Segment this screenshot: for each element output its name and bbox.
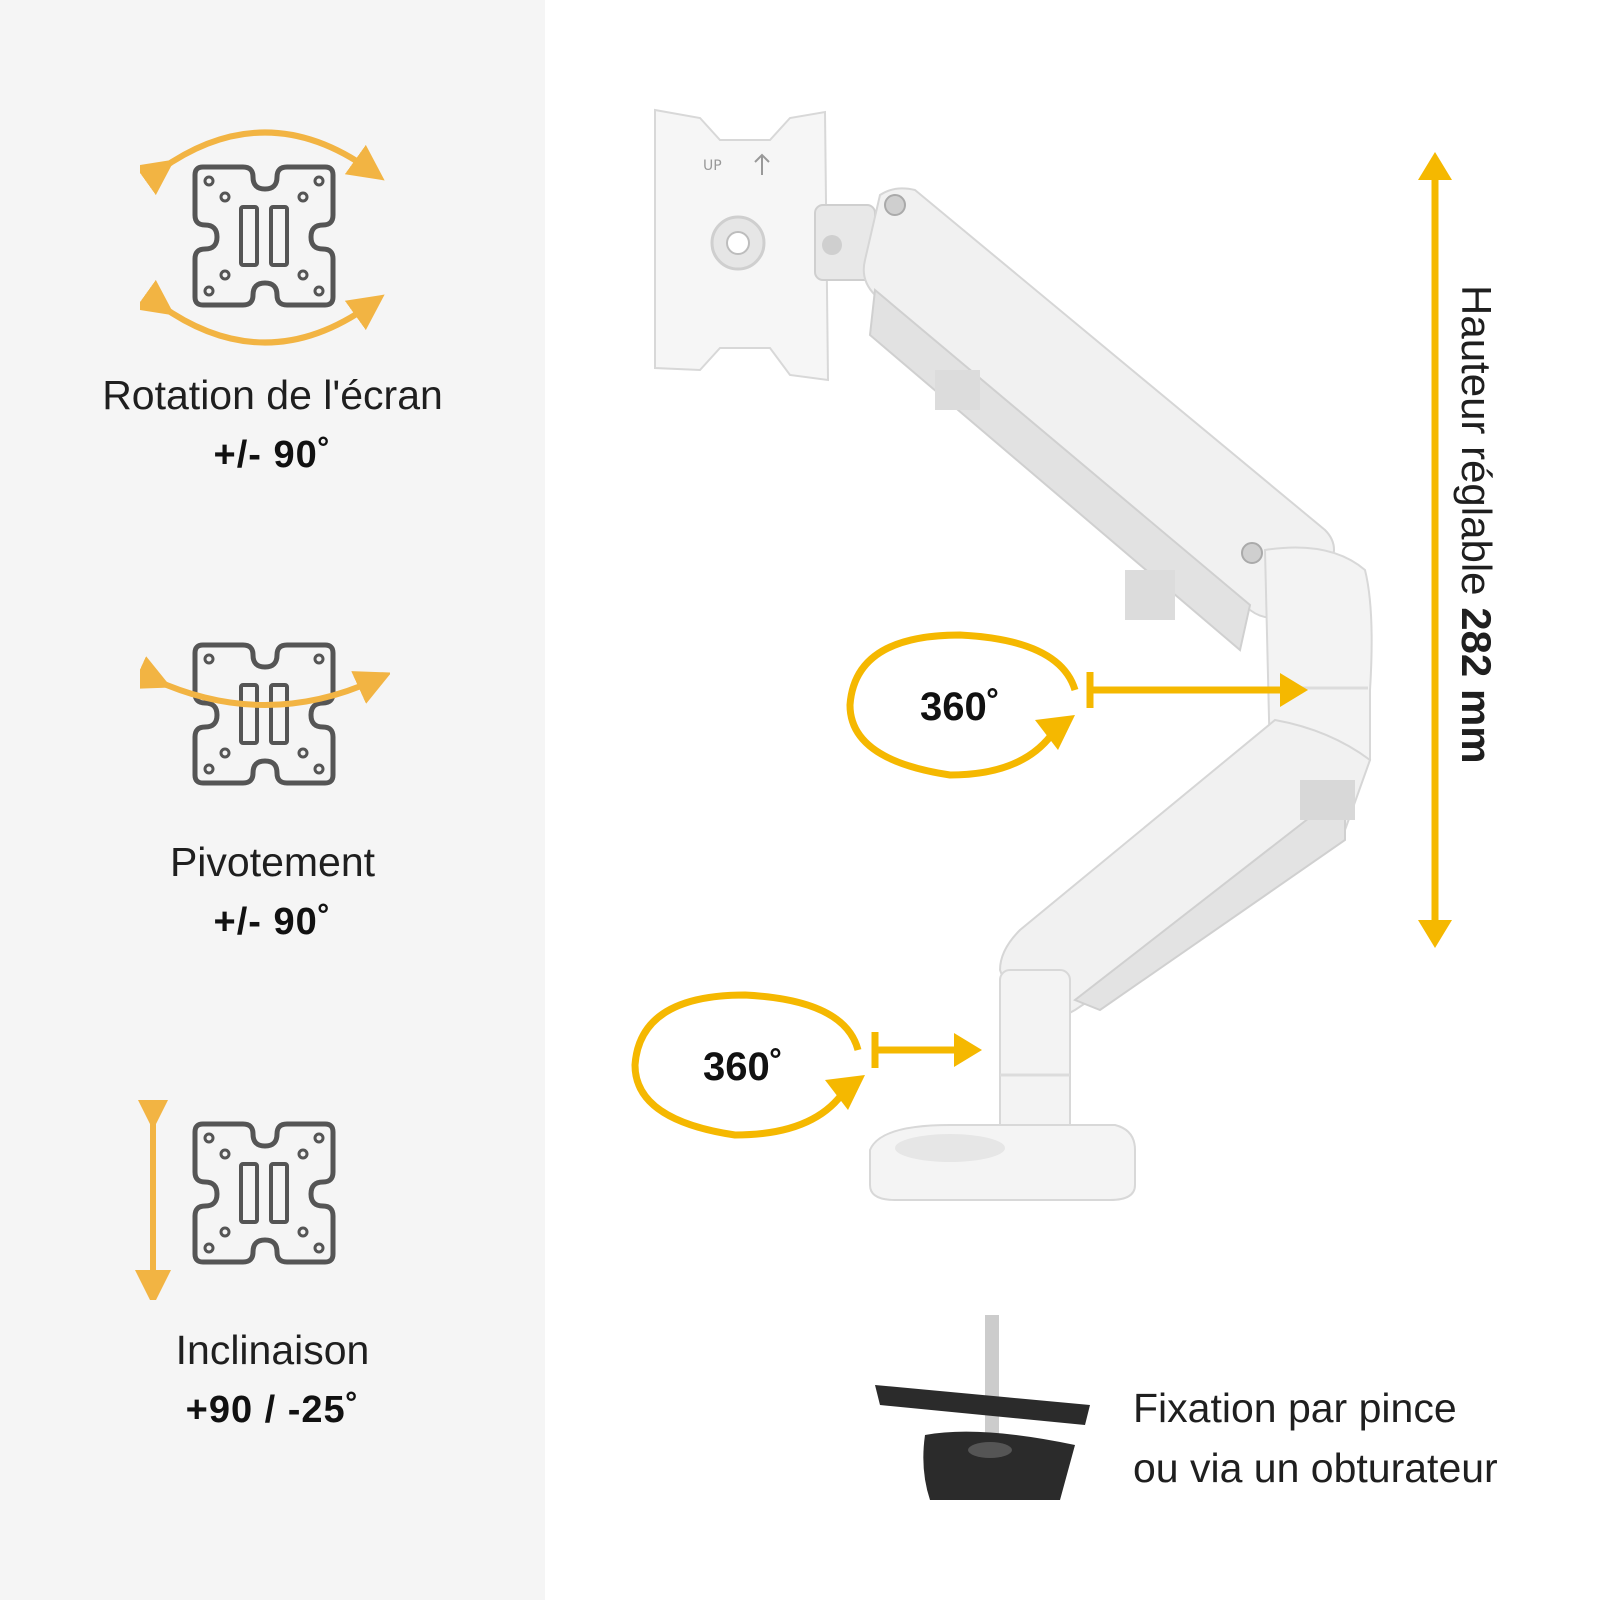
feature-label: Pivotement — [169, 839, 376, 885]
feature-value: +90 / -25˚ — [185, 1389, 360, 1431]
clamp-caption: Fixation par pince ou via un obturateur — [1133, 1378, 1498, 1498]
svg-text:UP: UP — [703, 158, 722, 174]
feature-swivel: Pivotement +/- 90˚ — [0, 839, 545, 943]
feature-rotation: Rotation de l'écran +/- 90˚ — [0, 372, 545, 476]
upper-rotation-arrow — [846, 631, 1308, 779]
feature-label: Inclinaison — [175, 1327, 370, 1373]
height-label: Hauteur réglable 282 mm — [1452, 285, 1500, 764]
clamp-line-1: Fixation par pince — [1133, 1385, 1457, 1431]
feature-label: Rotation de l'écran — [102, 372, 443, 418]
height-prefix: Hauteur réglable — [1453, 285, 1500, 608]
tilt-icon — [135, 1100, 336, 1300]
feature-value: +/- 90˚ — [213, 901, 332, 943]
height-arrow — [1418, 152, 1452, 948]
lower-rotation-label: 360˚ — [703, 1045, 784, 1089]
feature-panel: Rotation de l'écran +/- 90˚ Pivotement +… — [0, 0, 545, 1600]
screen-rotation-icon — [140, 129, 385, 346]
height-value: 282 mm — [1453, 607, 1500, 764]
swivel-icon — [140, 642, 390, 786]
upper-rotation-label: 360˚ — [920, 685, 1001, 729]
vesa-plate: UP — [654, 108, 830, 382]
desk-clamp — [875, 1315, 1090, 1500]
feature-value: +/- 90˚ — [213, 434, 332, 476]
feature-tilt: Inclinaison +90 / -25˚ — [0, 1327, 545, 1431]
lower-rotation-arrow — [631, 991, 982, 1139]
clamp-line-2: ou via un obturateur — [1133, 1445, 1498, 1491]
